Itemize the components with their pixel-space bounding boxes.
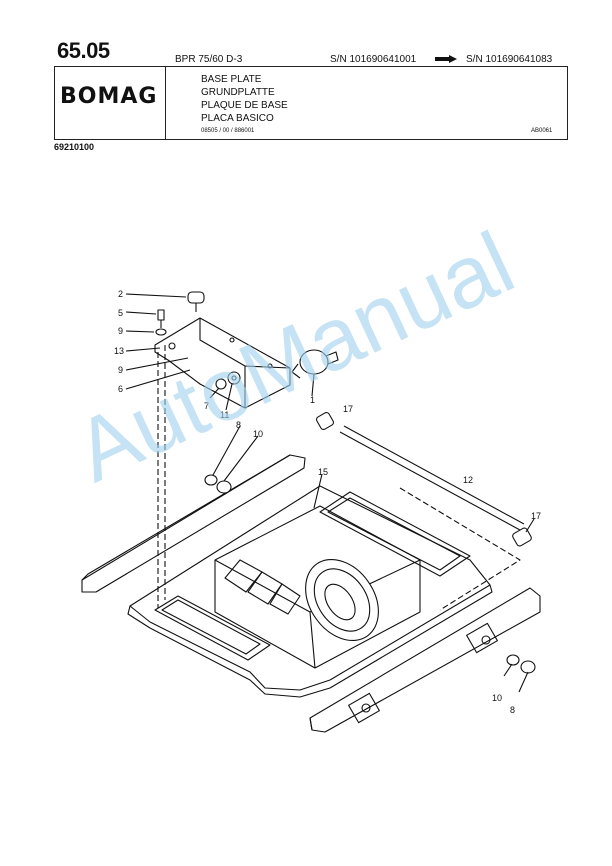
arrow-right-icon: [435, 55, 457, 63]
reference-code: AB0061: [531, 128, 553, 134]
callout-9: 9: [118, 326, 123, 336]
part-number: 69210100: [54, 142, 95, 152]
document-code: 08505 / 00 / 886001: [201, 128, 255, 134]
brand-logo: BOMAG: [60, 84, 158, 109]
title-german: GRUNDPLATTE: [201, 87, 275, 98]
page-number: 65.05: [57, 38, 110, 63]
callout-10b: 10: [492, 693, 502, 703]
title-english: BASE PLATE: [201, 74, 262, 85]
title-french: PLAQUE DE BASE: [201, 100, 288, 111]
callout-2: 2: [118, 289, 123, 299]
serial-to: S/N 101690641083: [466, 54, 553, 65]
callout-1: 1: [310, 395, 315, 405]
callout-15: 15: [318, 467, 328, 477]
callout-17: 17: [343, 404, 353, 414]
callout-12: 12: [463, 475, 473, 485]
title-spanish: PLACA BASICO: [201, 113, 274, 124]
callout-10: 10: [253, 429, 263, 439]
callout-7: 7: [204, 401, 209, 411]
callout-5: 5: [118, 308, 123, 318]
callout-13: 13: [114, 346, 124, 356]
callout-9b: 9: [118, 365, 123, 375]
header-box: [54, 66, 568, 140]
callout-8: 8: [236, 420, 241, 430]
header-divider: [165, 66, 166, 140]
callout-6: 6: [118, 384, 123, 394]
model-label: BPR 75/60 D-3: [175, 54, 243, 65]
serial-from: S/N 101690641001: [330, 54, 417, 65]
callout-8b: 8: [510, 705, 515, 715]
callout-17b: 17: [531, 511, 541, 521]
callout-11: 11: [220, 410, 229, 420]
